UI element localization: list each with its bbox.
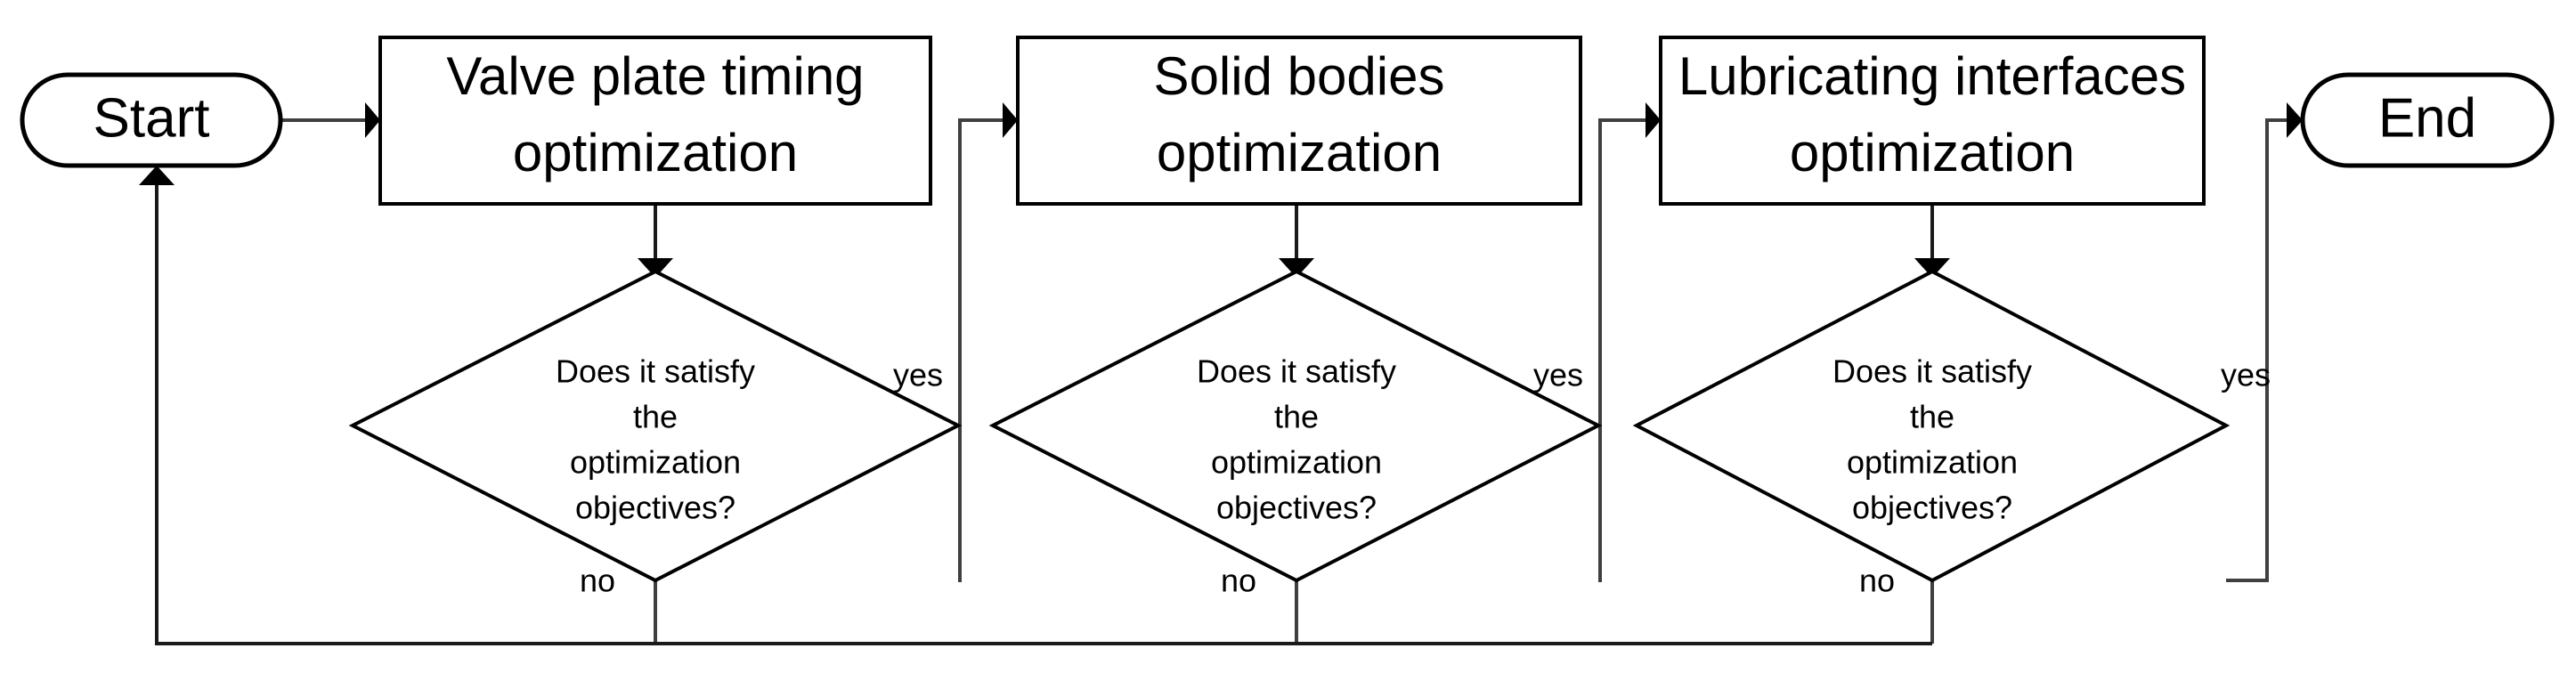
decision-3-no-label: no [1859, 563, 1895, 599]
decision-2-label-line4: objectives? [1216, 490, 1377, 526]
decision-2-label-line1: Does it satisfy [1197, 353, 1396, 390]
decision-1-label-line3: optimization [570, 444, 741, 481]
process-1-label-line2: optimization [513, 123, 798, 182]
node-process-1[interactable]: Valve plate timing optimization [378, 36, 932, 206]
decision-3-label-line1: Does it satisfy [1832, 353, 2032, 390]
connector-process-1-to-decision-1 [638, 204, 673, 278]
connector-start-to-process-1 [282, 102, 380, 138]
arrow-head-icon [1279, 258, 1314, 278]
arrow-head-icon [1003, 102, 1018, 138]
decision-3-label-line3: optimization [1847, 444, 2018, 481]
connector-feedback-loop-to-start [139, 166, 1932, 645]
arrow-head-icon [1914, 258, 1950, 278]
decision-2-label-line3: optimization [1211, 444, 1382, 481]
node-decision-2[interactable]: Does it satisfy the optimization objecti… [988, 269, 1603, 599]
decision-3-label-line2: the [1910, 399, 1954, 435]
decision-2-label-line2: the [1274, 399, 1319, 435]
process-2-label-line2: optimization [1157, 123, 1442, 182]
process-2-label-line1: Solid bodies [1154, 46, 1445, 106]
node-decision-3[interactable]: Does it satisfy the optimization objecti… [1632, 269, 2271, 599]
arrow-head-icon [1646, 102, 1661, 138]
decision-1-no-label: no [580, 563, 615, 599]
decision-1-label-line1: Does it satisfy [556, 353, 755, 390]
node-process-3[interactable]: Lubricating interfaces optimization [1659, 36, 2206, 206]
decision-2-no-label: no [1221, 563, 1256, 599]
decision-3-shape [1632, 269, 2231, 583]
process-3-label-line2: optimization [1790, 123, 2075, 182]
connector-process-2-to-decision-2 [1279, 204, 1314, 278]
decision-1-yes-label: yes [893, 357, 943, 393]
arrow-head-icon [365, 102, 380, 138]
node-start[interactable]: Start [20, 72, 283, 168]
decision-1-label-line4: objectives? [575, 490, 735, 526]
decision-3-label-line4: objectives? [1852, 490, 2012, 526]
node-process-2[interactable]: Solid bodies optimization [1016, 36, 1582, 206]
process-2-shape [1016, 36, 1582, 206]
connector-decision-2-yes-to-process-3 [1598, 102, 1661, 582]
arrow-head-icon [638, 258, 673, 278]
connector-decision-3-yes-to-end [2226, 102, 2303, 582]
decision-1-label-line2: the [633, 399, 678, 435]
decision-1-shape [348, 269, 963, 583]
start-label: Start [93, 87, 210, 149]
connector-process-3-to-decision-3 [1914, 204, 1950, 278]
decision-3-yes-label: yes [2221, 357, 2271, 393]
process-3-shape [1659, 36, 2206, 206]
decision-2-yes-label: yes [1533, 357, 1583, 393]
process-1-label-line1: Valve plate timing [446, 46, 864, 106]
arrow-head-icon [2287, 102, 2303, 138]
process-1-shape [378, 36, 932, 206]
start-terminator-shape [20, 72, 283, 168]
arrow-head-icon [139, 166, 175, 185]
connector-decision-1-yes-to-process-2 [958, 102, 1018, 582]
node-decision-1[interactable]: Does it satisfy the optimization objecti… [348, 269, 963, 599]
end-terminator-shape [2300, 72, 2555, 168]
process-3-label-line1: Lubricating interfaces [1678, 46, 2186, 106]
end-label: End [2378, 87, 2476, 149]
decision-2-shape [988, 269, 1603, 583]
node-end[interactable]: End [2300, 72, 2555, 168]
